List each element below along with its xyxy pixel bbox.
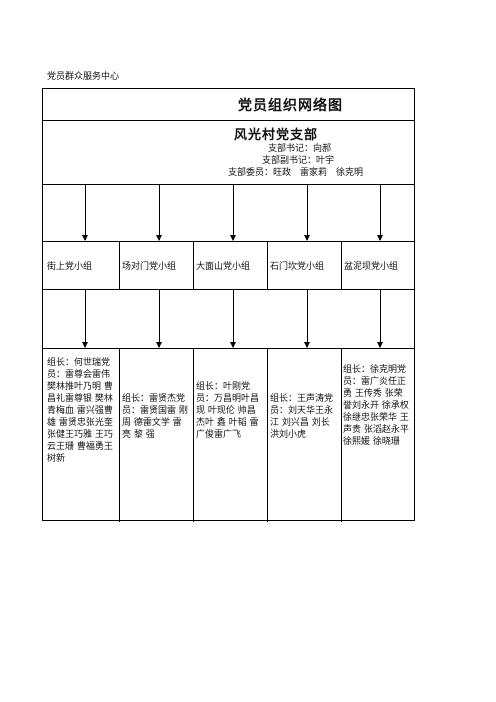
divider-groups-bottom	[43, 289, 414, 290]
branch-name: 风光村党支部	[234, 128, 319, 143]
members-list-1: 组长：何世瑞党员：雷尊会雷伟 樊林推叶乃明 曹昌礼雷尊银 樊林青梅血 雷兴强曹雄…	[47, 358, 113, 464]
member-sep-4	[341, 348, 342, 522]
member-sep-3	[267, 348, 268, 522]
org-chart-frame	[42, 88, 415, 522]
branch-deputy: 支部副书记：叶宇	[262, 156, 335, 166]
divider-members-top	[43, 348, 414, 349]
arrow-to-group-2	[156, 184, 162, 241]
group-sep-2	[193, 241, 194, 289]
divider-title	[43, 120, 414, 121]
members-list-4: 组长：王声涛党员：刘天华王永江 刘兴昌 刘长洪刘小虎	[270, 394, 334, 440]
members-list-5: 组长：徐克明党员：雷广炎任正勇 王传秀 张荣誉刘永开 徐承权 徐继忠张荣华 王声…	[343, 365, 409, 447]
arrow-to-group-3	[230, 184, 236, 241]
group-sep-1	[119, 241, 120, 289]
branch-secretary: 支部书记：向郝	[268, 144, 332, 154]
arrow-to-members-1	[82, 289, 88, 348]
header-org-label: 党员群众服务中心	[47, 72, 120, 82]
chart-title: 党员组织网络图	[238, 98, 343, 114]
group-name-2: 场对门党小组	[122, 262, 177, 272]
arrow-to-group-4	[304, 184, 310, 241]
group-name-5: 盆泥坝党小组	[344, 262, 399, 272]
group-name-3: 大面山党小组	[196, 262, 251, 272]
arrow-to-group-5	[377, 184, 383, 241]
arrow-to-members-4	[304, 289, 310, 348]
group-name-1: 街上党小组	[47, 262, 93, 272]
group-sep-3	[267, 241, 268, 289]
divider-groups-top	[43, 241, 414, 242]
group-name-4: 石门坎党小组	[270, 262, 325, 272]
member-sep-1	[119, 348, 120, 522]
members-list-2: 组长：雷贤杰党员：雷贤国雷 刚 周 德雷文学 雷亮 黎 强	[122, 394, 188, 440]
members-list-3: 组长：叶刚党员：万昌明叶昌现 叶现伦 帅昌杰叶 鑫 叶韬 雷广俊雷广飞	[196, 382, 260, 440]
member-sep-2	[193, 348, 194, 522]
arrow-to-members-2	[156, 289, 162, 348]
divider-branch	[43, 184, 414, 185]
branch-committee: 支部委员：旺政 雷家莉 徐克明	[228, 168, 364, 178]
group-sep-4	[341, 241, 342, 289]
arrow-to-members-3	[230, 289, 236, 348]
arrow-to-group-1	[82, 184, 88, 241]
arrow-to-members-5	[377, 289, 383, 348]
